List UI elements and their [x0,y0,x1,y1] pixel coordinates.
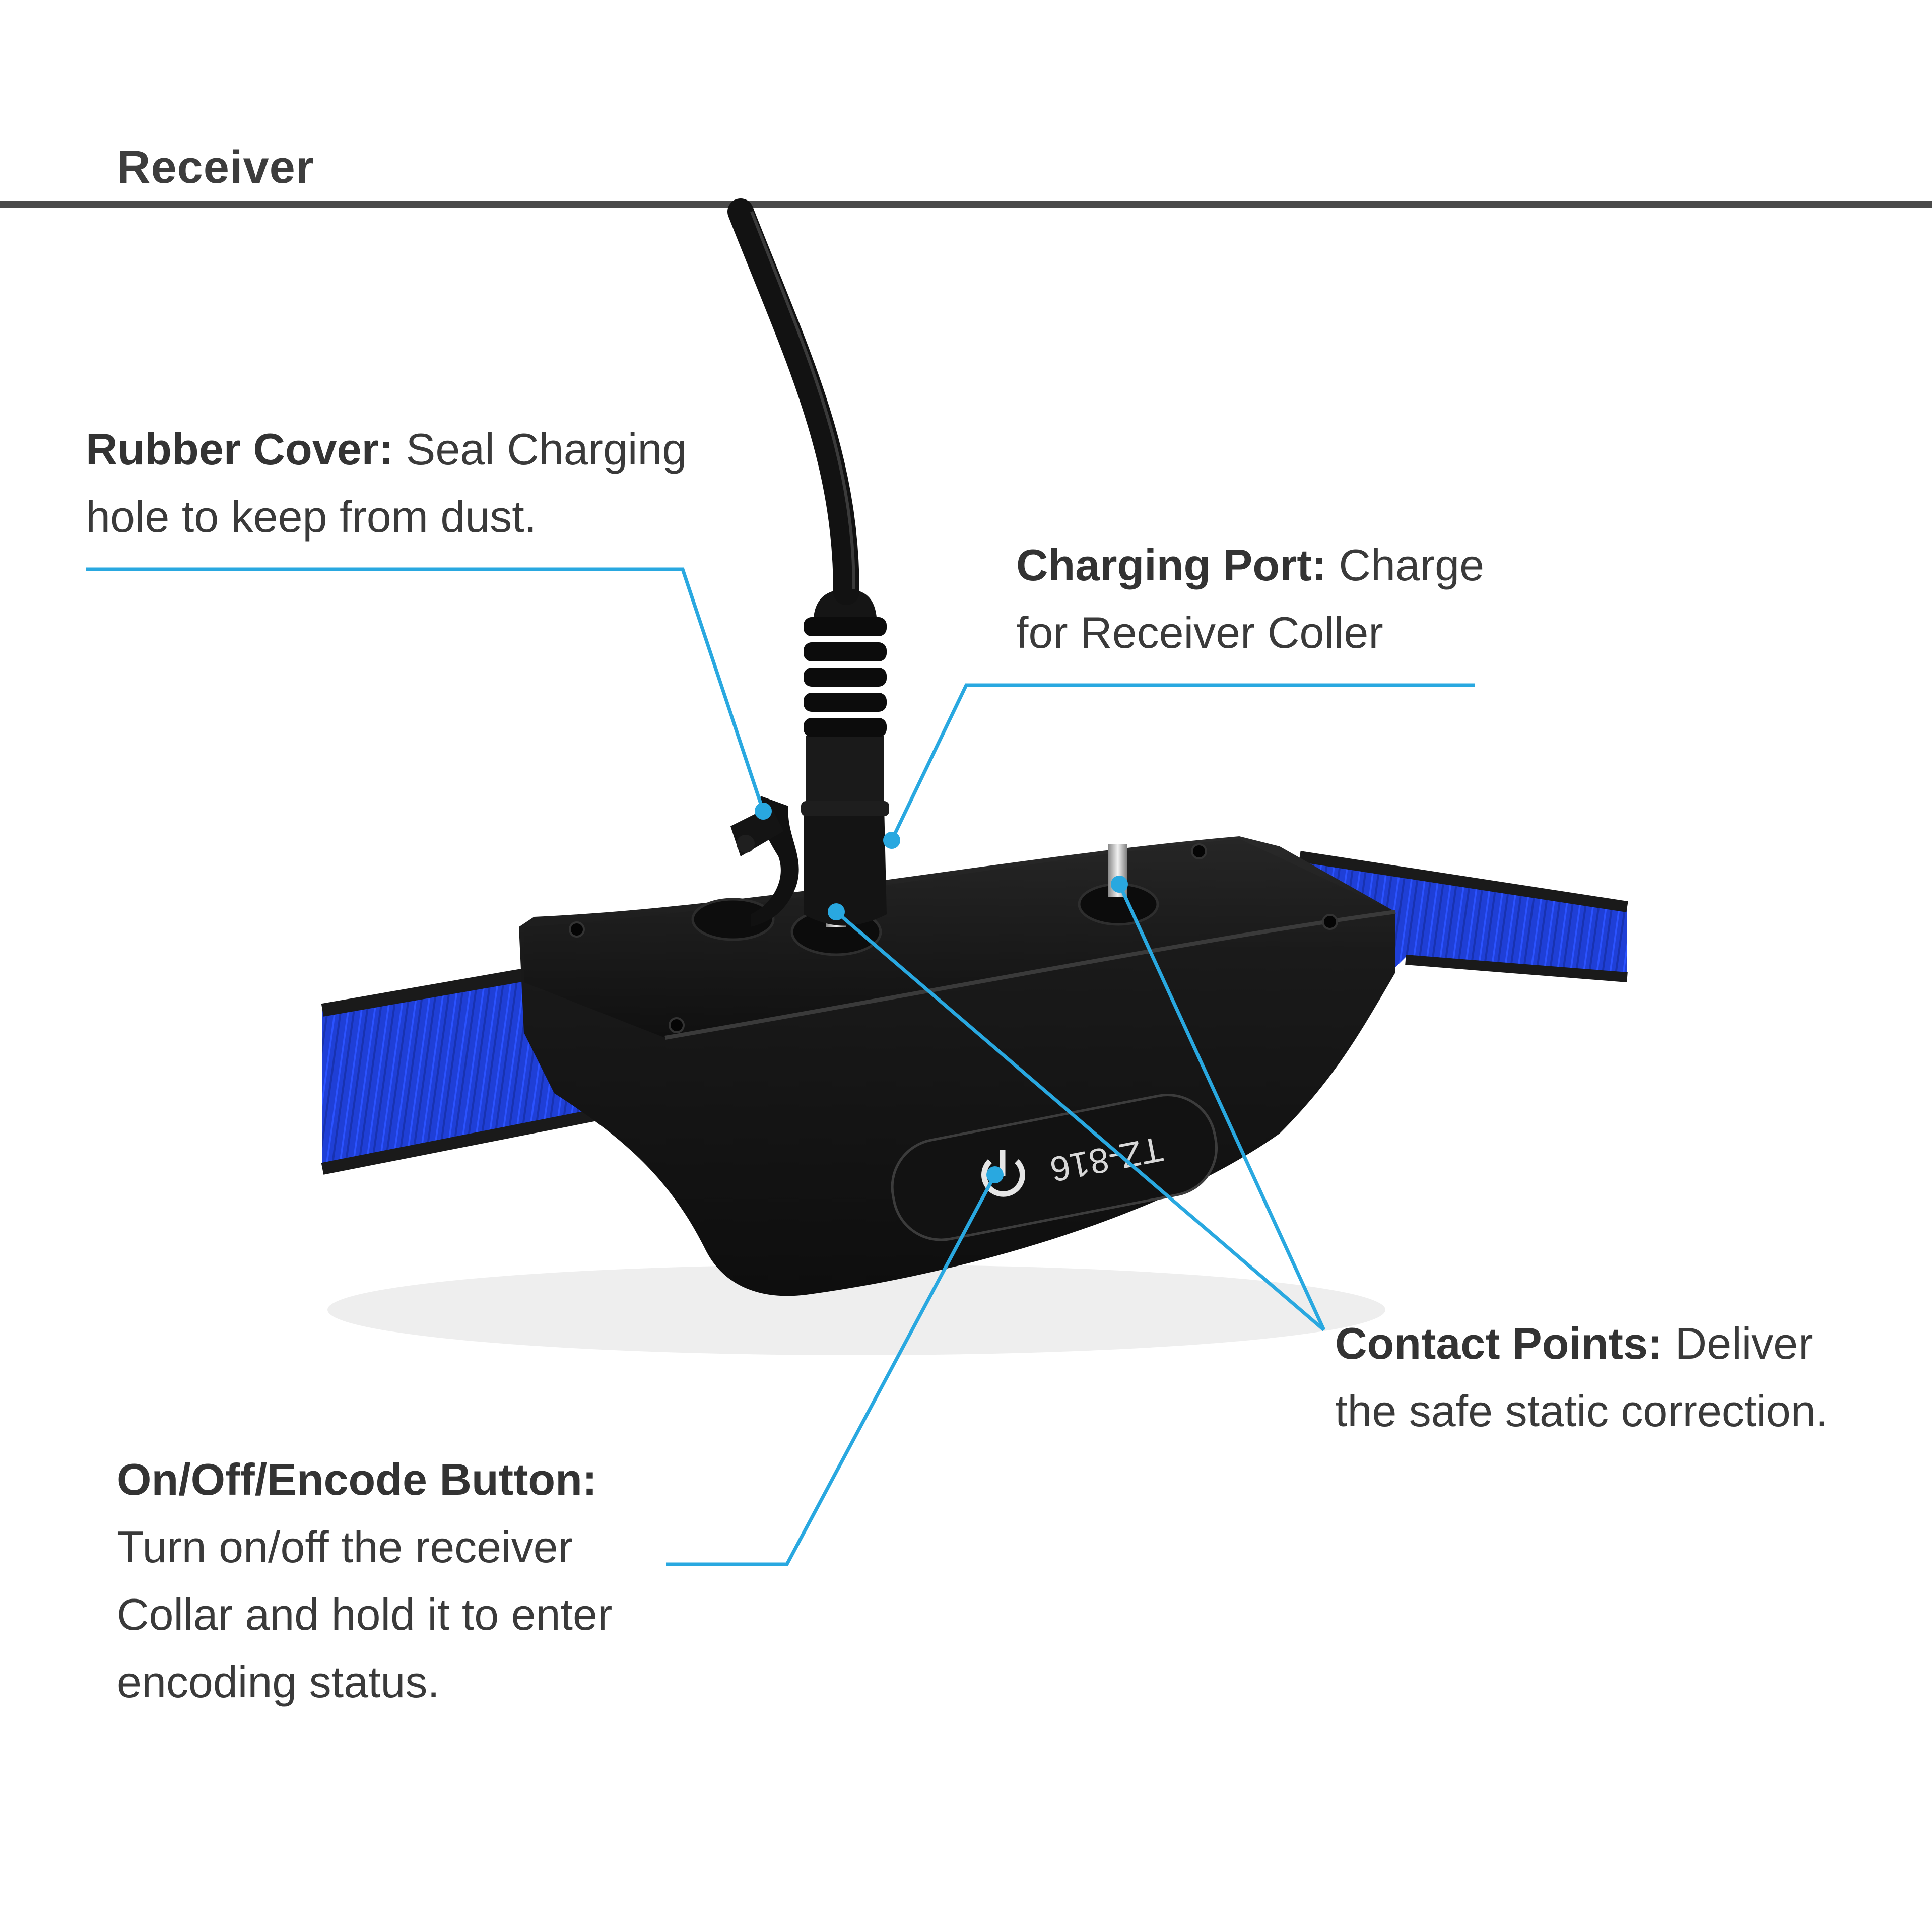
label-rubber-cover: Rubber Cover: Seal Charging hole to keep… [86,416,791,551]
label-contact-points-line2: the safe static correction. [1335,1386,1828,1436]
device-shadow [327,1264,1385,1355]
label-charging-port-line2: for Receiver Coller [1016,608,1383,657]
screw-hole [1322,914,1338,930]
label-onoff-button-line1: Turn on/off the receiver [117,1522,573,1572]
label-contact-points-heading: Contact Points: [1335,1318,1663,1368]
callout-dot [755,803,772,820]
rubber-cover [691,796,799,941]
label-charging-port: Charging Port: Charge for Receiver Colle… [1016,531,1570,667]
label-rubber-cover-line1: Seal Charging [393,424,687,474]
page-title: Receiver [117,142,314,193]
label-charging-port-heading: Charging Port: [1016,540,1326,590]
screw-hole [1191,843,1207,859]
label-onoff-button: On/Off/Encode Button: Turn on/off the re… [117,1446,721,1716]
label-contact-points: Contact Points: Deliver the safe static … [1335,1310,1914,1445]
title-divider [0,201,1932,208]
callout-line-contact-left [835,910,1325,1331]
charging-connector [801,589,889,926]
callout-dot [883,832,900,849]
callout-line-contact-right [1117,883,1326,1331]
label-onoff-button-heading: On/Off/Encode Button: [117,1454,597,1504]
label-charging-port-line1: Charge [1326,540,1485,590]
callout-dot [1111,876,1128,893]
callout-line-charging-port [890,683,1475,841]
callout-line-rubber-cover [86,567,765,812]
screw-hole [669,1017,685,1033]
label-onoff-button-line3: encoding status. [117,1657,440,1707]
label-rubber-cover-heading: Rubber Cover: [86,424,394,474]
callout-dot [986,1166,1004,1183]
screw-hole [569,921,585,938]
callout-dot [828,903,845,920]
label-onoff-button-line2: Collar and hold it to enter [117,1589,613,1639]
receiver-body: TZ-816 [519,836,1396,1296]
label-rubber-cover-line2: hole to keep from dust. [86,492,537,542]
charging-cable [727,198,859,605]
button-panel [891,1094,1218,1241]
callout-line-button [666,1174,997,1566]
label-contact-points-line1: Deliver [1662,1318,1813,1368]
